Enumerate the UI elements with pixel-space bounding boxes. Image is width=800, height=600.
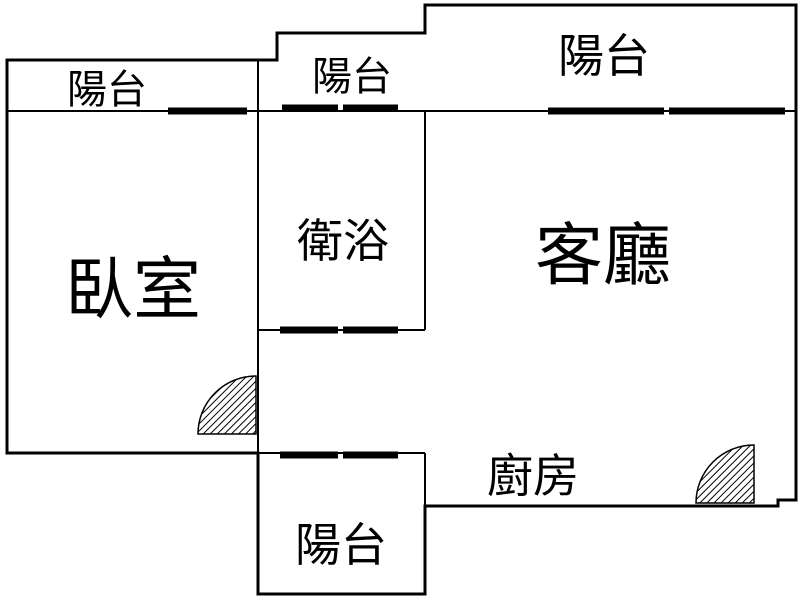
entry-door-swing [695, 444, 755, 504]
kitchen-label: 廚房 [487, 449, 579, 503]
balcony-center-label: 陽台 [312, 54, 392, 100]
balcony-right-label: 陽台 [558, 29, 650, 83]
bedroom-door-swing [197, 375, 257, 435]
bathroom-label: 衛浴 [297, 214, 389, 268]
outer-wall [5, 3, 798, 596]
bedroom-label: 臥室 [65, 251, 201, 330]
balcony-left-label: 陽台 [67, 67, 147, 113]
balcony-bottom-label: 陽台 [295, 518, 387, 572]
living-room-label: 客廳 [535, 217, 671, 296]
